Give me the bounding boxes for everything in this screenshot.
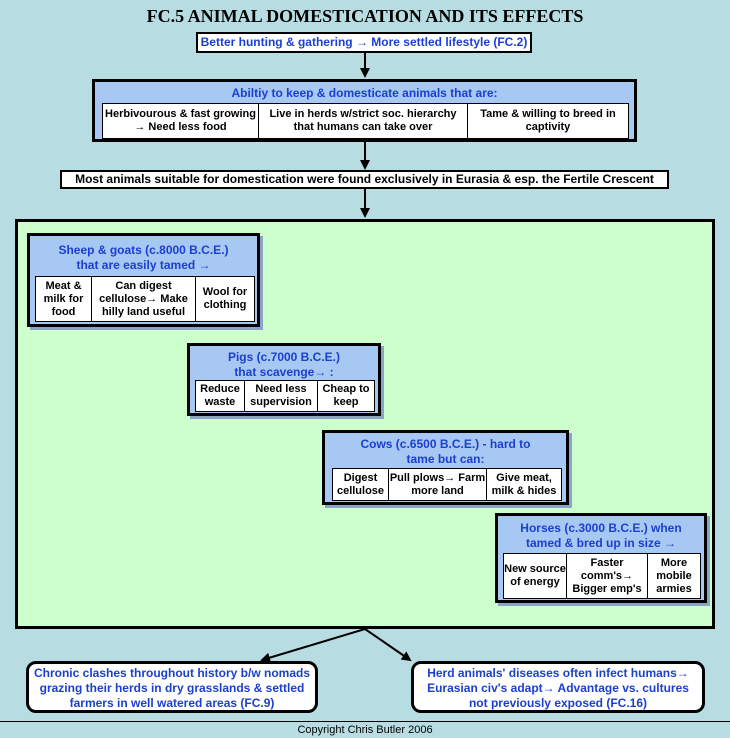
ability-cell: Tame & willing to breed in captivity (467, 104, 628, 138)
eurasia-box: Most animals suitable for domestication … (60, 170, 669, 189)
ability-box: Abiltiy to keep & domesticate animals th… (92, 79, 637, 142)
ability-heading: Abiltiy to keep & domesticate animals th… (231, 86, 498, 100)
arrow-green-to-clashes (260, 628, 366, 663)
animal-cells: Digest cellulose Pull plows→ Farm more l… (332, 468, 562, 501)
effect-box-diseases: Herd animals' diseases often infect huma… (411, 661, 705, 713)
animal-heading: that are easily tamed → (76, 258, 211, 272)
copyright: Copyright Chris Butler 2006 (297, 724, 433, 736)
top-box: Better hunting & gathering → More settle… (196, 32, 532, 53)
animal-cells: Reduce waste Need less supervision Cheap… (195, 380, 375, 412)
animal-cells: New source of energy Faster comm's→ Bigg… (503, 553, 701, 599)
animal-cell: Digest cellulose (336, 471, 385, 497)
animal-cell: Give meat, milk & hides (486, 469, 561, 500)
ability-cell: Live in herds w/strict soc. hierarchy th… (258, 104, 467, 138)
animal-box-pigs: Pigs (c.7000 B.C.E.) that scavenge→ : Re… (187, 343, 381, 416)
animal-cell: Can digest cellulose→ Make hilly land us… (91, 277, 195, 321)
animal-box-horses: Horses (c.3000 B.C.E.) when tamed & bred… (495, 513, 707, 603)
animal-heading: tame but can: (406, 452, 485, 466)
animal-heading: Horses (c.3000 B.C.E.) when (520, 521, 682, 535)
animal-box-sheep-goats: Sheep & goats (c.8000 B.C.E.) that are e… (27, 233, 260, 327)
animal-heading: tamed & bred up in size → (525, 536, 677, 550)
animal-cell: Faster comm's→ Bigger emp's (566, 554, 647, 598)
ability-cell: Herbivourous & fast growing → Need less … (105, 108, 256, 133)
animal-heading: Pigs (c.7000 B.C.E.) (227, 350, 341, 364)
animal-cell: New source of energy (504, 563, 566, 588)
animal-cell: Need less supervision (244, 381, 317, 411)
animal-cell: Reduce waste (200, 383, 240, 408)
arrow-green-to-diseases (364, 628, 412, 662)
animal-heading: Cows (c.6500 B.C.E.) - hard to (360, 437, 531, 451)
animal-cell: Cheap to keep (317, 381, 374, 411)
page-title: FC.5 ANIMAL DOMESTICATION AND ITS EFFECT… (146, 6, 584, 26)
effect-box-clashes: Chronic clashes throughout history b/w n… (26, 661, 318, 713)
animal-heading: Sheep & goats (c.8000 B.C.E.) (58, 243, 229, 257)
animal-heading: that scavenge→ : (234, 365, 334, 379)
footer-divider (0, 721, 730, 722)
ability-cells: Herbivourous & fast growing → Need less … (102, 103, 629, 139)
animal-cell: More mobile armies (647, 554, 700, 598)
animal-box-cows: Cows (c.6500 B.C.E.) - hard to tame but … (322, 430, 569, 505)
animal-cell: Pull plows→ Farm more land (388, 469, 486, 500)
animal-cells: Meat & milk for food Can digest cellulos… (35, 276, 255, 322)
animal-cell: Wool for clothing (195, 277, 254, 321)
animal-cell: Meat & milk for food (43, 279, 84, 318)
